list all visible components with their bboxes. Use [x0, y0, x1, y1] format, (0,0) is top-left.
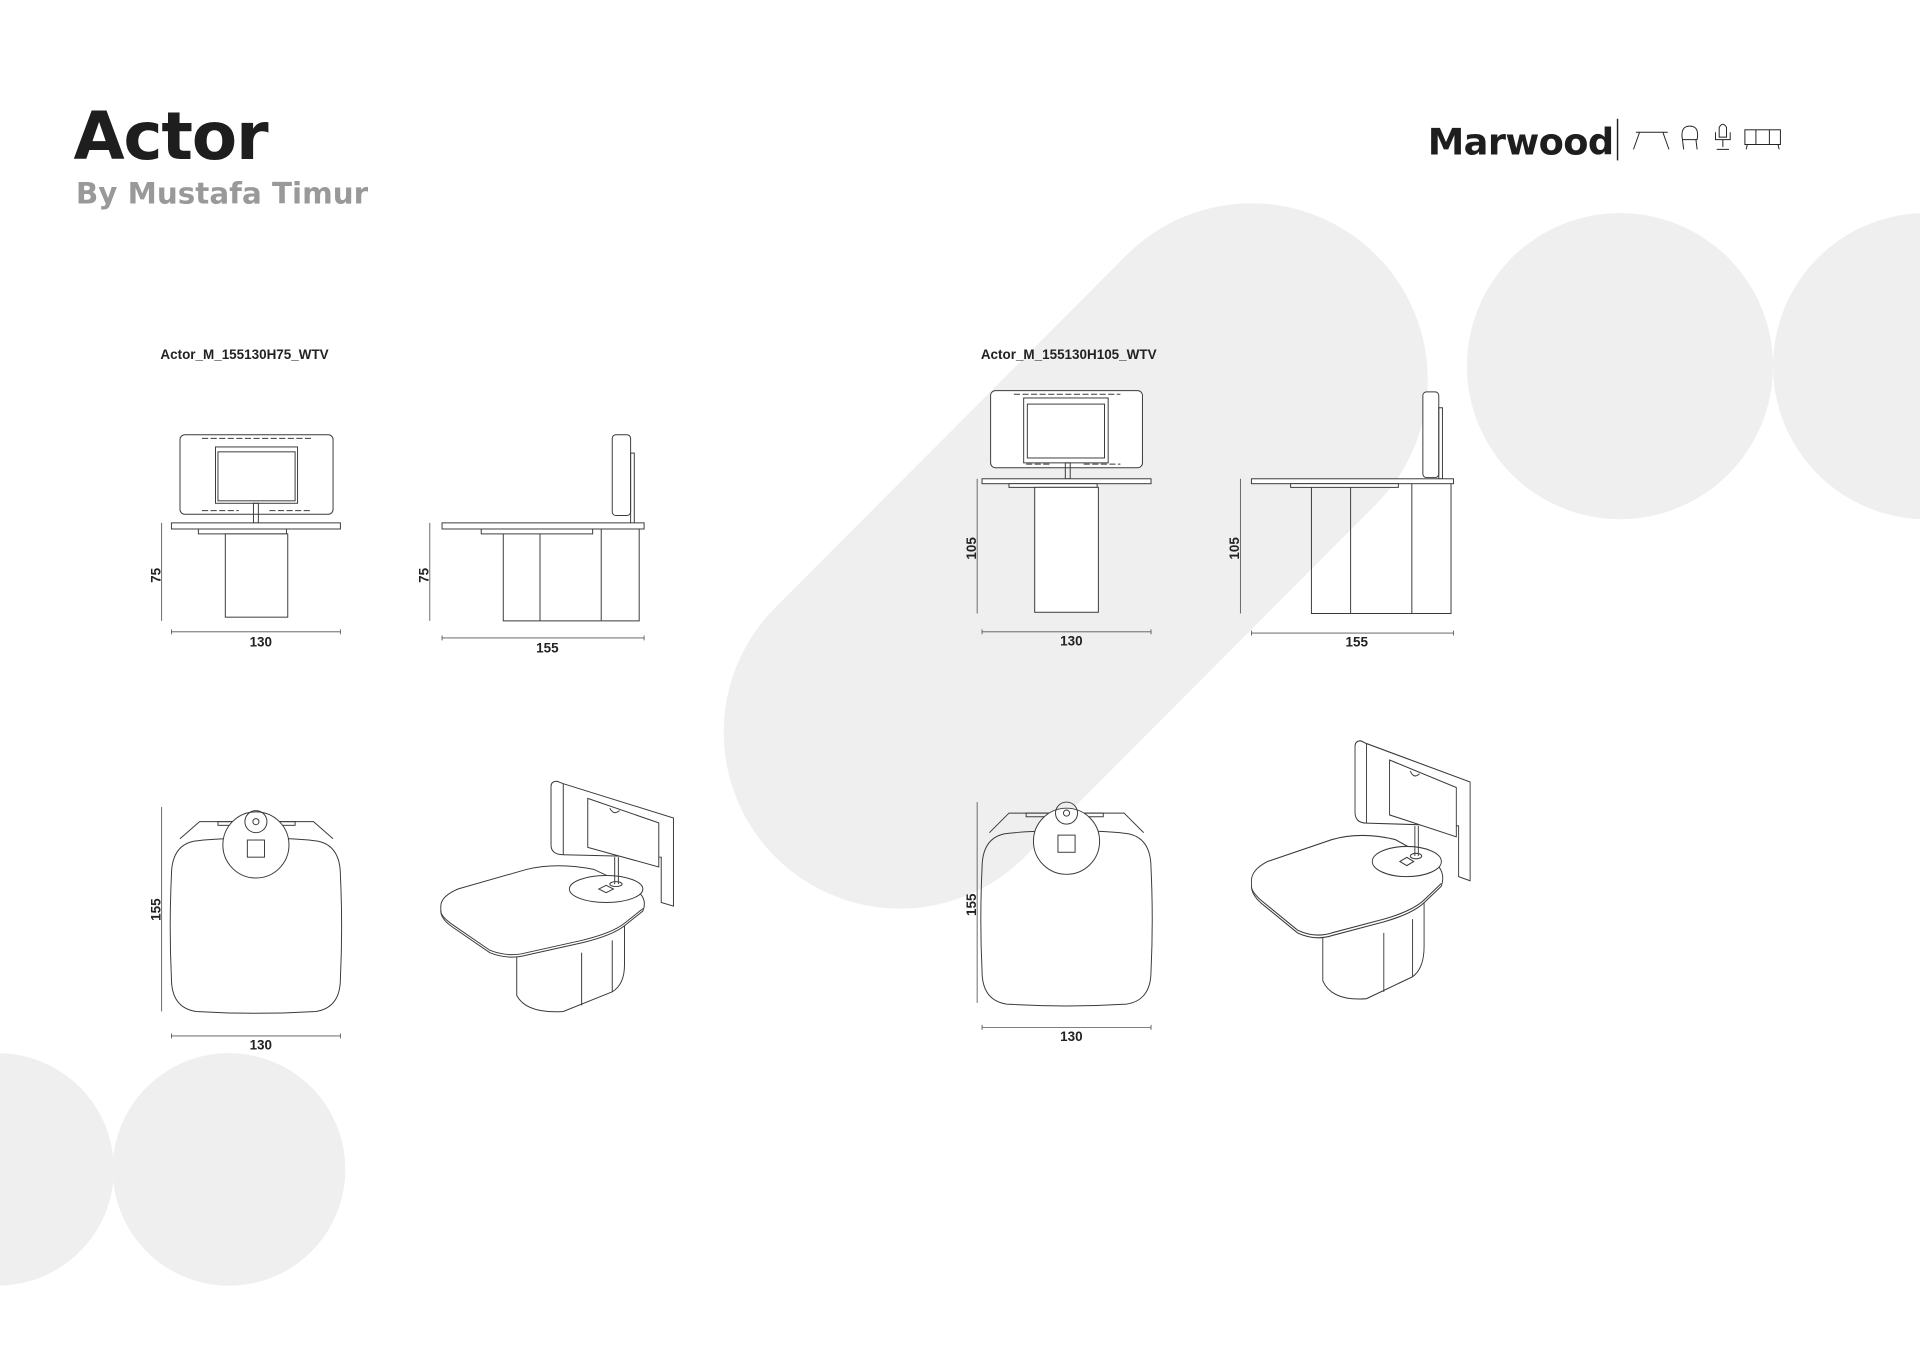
- length-label: 155: [536, 641, 559, 656]
- variant-h75: Actor_M_155130H75_WTV 75 130 75 155: [148, 347, 674, 1052]
- variant-code: Actor_M_155130H105_WTV: [981, 347, 1157, 362]
- table-icon: [1633, 131, 1670, 150]
- height-label: 105: [964, 537, 979, 560]
- width-label: 130: [1060, 633, 1082, 648]
- depth-label: 155: [964, 893, 979, 916]
- armchair-icon: [1681, 125, 1699, 150]
- height-label: 105: [1227, 537, 1242, 560]
- depth-label: 155: [148, 898, 163, 921]
- width-label: 130: [1060, 1029, 1082, 1044]
- sideboard-icon: [1744, 129, 1781, 150]
- width-label: 130: [250, 635, 272, 650]
- isometric-view: [1250, 740, 1471, 1000]
- product-title: Actor: [73, 98, 268, 175]
- side-view: 75 155: [417, 434, 645, 656]
- height-label: 75: [148, 567, 163, 582]
- variant-h105: Actor_M_155130H105_WTV 105 130 105 155: [964, 347, 1471, 1044]
- height-label: 75: [417, 567, 432, 582]
- background-decoration: [0, 203, 1920, 1286]
- width-label: 130: [250, 1037, 272, 1052]
- variant-code: Actor_M_155130H75_WTV: [160, 347, 328, 362]
- top-view: 155 130: [148, 806, 343, 1052]
- length-label: 155: [1346, 635, 1369, 650]
- front-view: 75 130: [148, 434, 341, 650]
- office-chair-icon: [1715, 123, 1731, 150]
- side-view: 105 155: [1227, 391, 1454, 650]
- designer-subtitle: By Mustafa Timur: [76, 176, 369, 210]
- brand-logo: Marwood: [1428, 120, 1614, 163]
- isometric-view: [440, 780, 674, 1013]
- top-view: 155 130: [964, 801, 1153, 1044]
- front-view: 105 130: [964, 390, 1152, 648]
